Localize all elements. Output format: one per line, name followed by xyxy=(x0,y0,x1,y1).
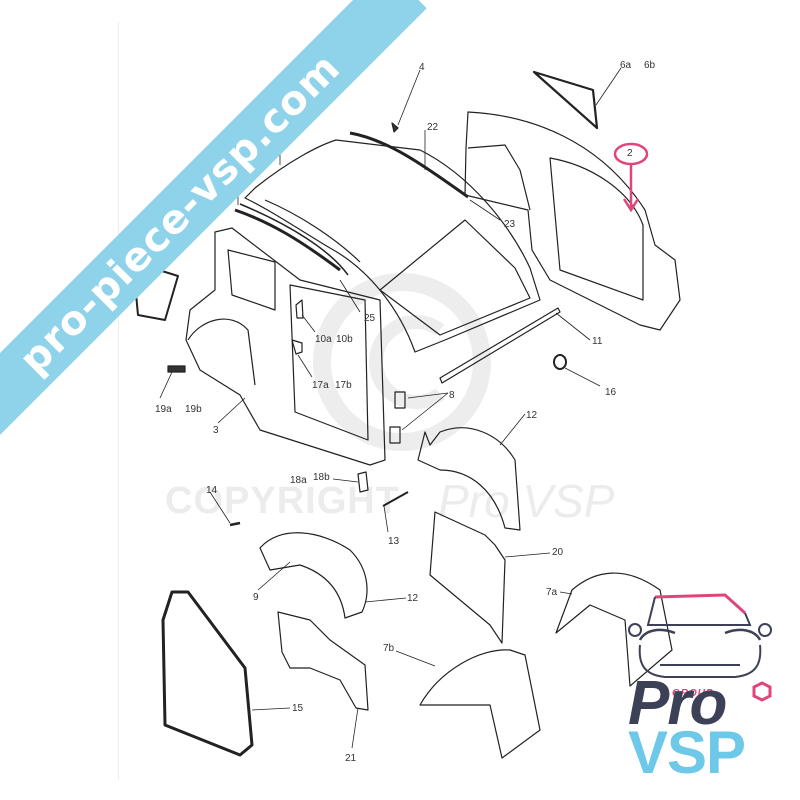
callout-25: 25 xyxy=(364,313,376,324)
callout-12-upper: 12 xyxy=(526,410,538,421)
callout-18a: 18a xyxy=(290,475,307,486)
clip-8b xyxy=(389,426,401,444)
rear-side-panel xyxy=(185,227,386,466)
roof-panel xyxy=(244,139,541,353)
callout-10a: 10a xyxy=(315,334,332,345)
screw-14 xyxy=(229,521,241,527)
badge-19 xyxy=(167,365,186,373)
callout-23: 23 xyxy=(504,219,516,230)
cap-18 xyxy=(357,471,369,493)
callout-6b: 6b xyxy=(644,60,656,71)
wheel-arch-liner-7a xyxy=(555,572,673,687)
callout-8: 8 xyxy=(449,390,455,401)
panel-21 xyxy=(277,611,369,711)
callout-17a: 17a xyxy=(312,380,329,391)
roof-rail-25 xyxy=(239,203,349,276)
callout-11: 11 xyxy=(592,336,603,347)
part-4 xyxy=(391,122,399,133)
wheel-arch-liner-9 xyxy=(259,532,368,619)
quarter-glass-seal-6 xyxy=(532,70,599,130)
callout-19b: 19b xyxy=(185,404,202,415)
callout-13: 13 xyxy=(388,536,400,547)
copyright-brand-watermark: Pro VSP xyxy=(438,475,615,527)
callout-14: 14 xyxy=(206,485,218,496)
callout-10b: 10b xyxy=(336,334,353,345)
part-10 xyxy=(295,299,304,319)
callout-3: 3 xyxy=(213,425,219,436)
wheel-arch-liner-12-upper xyxy=(417,427,521,531)
callout-12-lower: 12 xyxy=(407,593,419,604)
sill-strip-11 xyxy=(439,307,561,384)
door-seal-15 xyxy=(161,590,254,757)
callout-16: 16 xyxy=(605,387,617,398)
car-logo-icon xyxy=(628,593,772,702)
callout-19a: 19a xyxy=(155,404,172,415)
roof-rail-24 xyxy=(234,208,341,272)
part-17 xyxy=(291,339,303,355)
logo-group-text: GROUP xyxy=(672,688,714,699)
roof-rail-22 xyxy=(349,131,469,199)
callout-17b: 17b xyxy=(335,380,352,391)
logo-vsp-text: VSP xyxy=(628,719,746,786)
margin-rule xyxy=(118,22,119,780)
grommet-16 xyxy=(553,354,567,370)
callout-7a: 7a xyxy=(546,587,558,598)
callout-4: 4 xyxy=(419,62,425,73)
panel-20 xyxy=(429,511,506,644)
wheel-arch-liner-7b xyxy=(419,649,541,759)
callout-18b: 18b xyxy=(313,472,330,483)
callout-20: 20 xyxy=(552,547,564,558)
front-side-panel xyxy=(464,111,681,331)
clip-8a xyxy=(394,391,406,409)
rod-13 xyxy=(382,491,409,507)
logo-pro-text: Pro xyxy=(628,669,727,738)
callout-21: 21 xyxy=(345,753,357,764)
callout-9: 9 xyxy=(253,592,259,603)
callout-6a: 6a xyxy=(620,60,632,71)
callout-7b: 7b xyxy=(383,643,395,654)
callout-15: 15 xyxy=(292,703,304,714)
callout-2: 2 xyxy=(627,148,633,159)
callout-22: 22 xyxy=(427,122,439,133)
